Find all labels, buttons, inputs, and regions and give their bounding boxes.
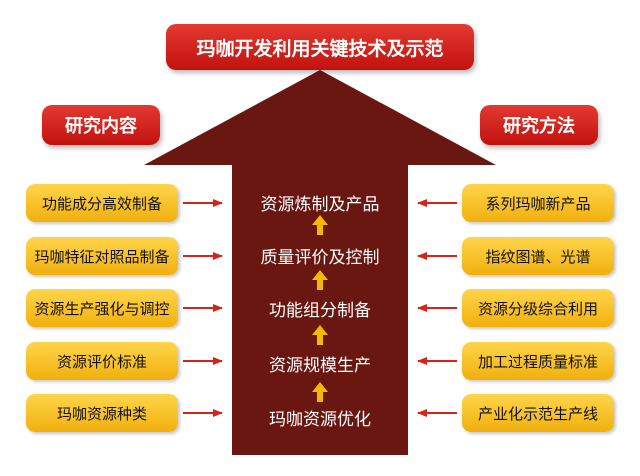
- research-method-item: 系列玛咖新产品: [462, 184, 614, 222]
- flow-arrow-up-icon: [312, 270, 328, 290]
- research-content-item: 玛咖特征对照品制备: [26, 237, 178, 275]
- research-method-item: 指纹图谱、光谱: [462, 237, 614, 275]
- flow-arrow-up-icon: [312, 215, 328, 235]
- stage-label: 资源炼制及产品: [260, 194, 380, 215]
- main-upward-arrow: [144, 70, 496, 455]
- stage-label: 质量评价及控制: [260, 247, 380, 268]
- research-content-item: 资源生产强化与调控: [26, 289, 178, 327]
- title-box: 玛咖开发利用关键技术及示范: [166, 24, 474, 70]
- research-method-item: 加工过程质量标准: [462, 342, 614, 380]
- flow-arrow-up-icon: [312, 382, 328, 402]
- research-content-item: 玛咖资源种类: [26, 394, 178, 432]
- right-header-research-method: 研究方法: [480, 105, 598, 145]
- research-method-item: 产业化示范生产线: [462, 394, 614, 432]
- flow-arrow-up-icon: [312, 325, 328, 345]
- research-method-item: 资源分级综合利用: [462, 289, 614, 327]
- research-content-item: 资源评价标准: [26, 342, 178, 380]
- stage-label: 资源规模生产: [269, 355, 371, 376]
- research-content-item: 功能成分高效制备: [26, 184, 178, 222]
- stage-label: 功能组分制备: [269, 300, 371, 321]
- stage-label: 玛咖资源优化: [269, 409, 371, 430]
- left-header-research-content: 研究内容: [42, 105, 160, 145]
